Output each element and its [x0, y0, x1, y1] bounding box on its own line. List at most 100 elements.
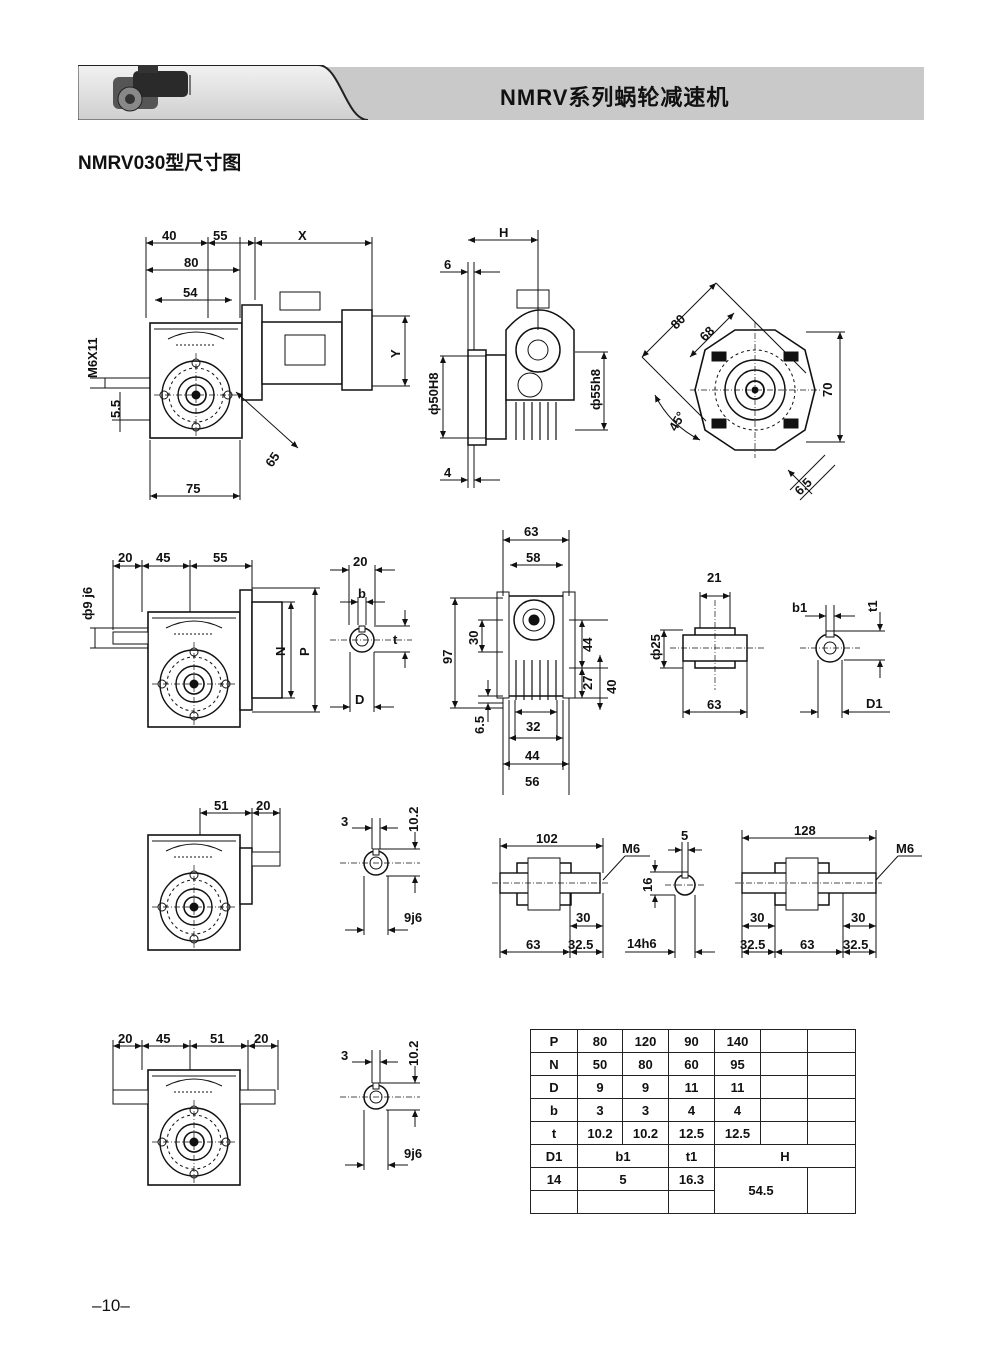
table-cell [577, 1190, 669, 1214]
dim-label: H [499, 225, 508, 240]
dim-label: 30 [851, 910, 865, 925]
table-row-label: P [530, 1029, 578, 1053]
dim-label: 9j6 [404, 1146, 422, 1161]
dim-label: 3 [341, 1048, 348, 1063]
dim-label: 32.5 [568, 937, 593, 952]
table-row: N 50 80 60 95 [530, 1052, 856, 1076]
table-cell: 11 [668, 1075, 715, 1099]
dim-label: t1 [865, 600, 880, 612]
dim-label: 20 [118, 550, 132, 565]
table-cell: 9 [622, 1075, 669, 1099]
table-header-t1: t1 [668, 1144, 715, 1168]
table-cell: 3 [577, 1098, 623, 1122]
table-cell [668, 1190, 715, 1214]
table-header-b1: b1 [577, 1144, 669, 1168]
dim-label: b [358, 586, 366, 601]
table-row: D 9 9 11 11 [530, 1075, 856, 1099]
table-row: 14 5 16.3 54.5 [530, 1167, 856, 1214]
dim-label: N [273, 647, 288, 656]
header-banner [78, 65, 924, 120]
table-cell [760, 1029, 808, 1053]
dim-label: t [393, 632, 398, 647]
table-cell: 12.5 [714, 1121, 761, 1145]
dim-label: 45 [156, 550, 170, 565]
dim-label: 6.5 [792, 475, 815, 498]
table-cell [807, 1121, 856, 1145]
dim-label: M6 [896, 841, 914, 856]
table-row-label: N [530, 1052, 578, 1076]
table-row: t 10.2 10.2 12.5 12.5 [530, 1121, 856, 1145]
dim-label: 55 [213, 550, 227, 565]
dim-label: ф9 j6 [80, 587, 95, 620]
dim-label: 102 [536, 831, 558, 846]
table-cell: 4 [668, 1098, 715, 1122]
dim-label: 6 [444, 257, 451, 272]
dim-label: 44 [580, 637, 595, 652]
dim-label: 14h6 [627, 936, 657, 951]
table-row: P 80 120 90 140 [530, 1029, 856, 1053]
dim-label: X [298, 228, 307, 243]
table-header-d1: D1 [530, 1144, 578, 1168]
dim-label: 63 [524, 524, 538, 539]
dim-label: 63 [707, 697, 721, 712]
table-cell: 90 [668, 1029, 715, 1053]
drawing-title: NMRV030型尺寸图 [78, 153, 242, 174]
table-cell [807, 1167, 856, 1214]
dim-label: 20 [118, 1031, 132, 1046]
table-cell: 10.2 [622, 1121, 669, 1145]
dim-label: ф55h8 [588, 369, 603, 410]
dim-label: 75 [186, 481, 200, 496]
table-cell: 10.2 [577, 1121, 623, 1145]
dim-label: 54 [183, 285, 198, 300]
dim-label: M6 [622, 841, 640, 856]
dim-label: 32 [526, 719, 540, 734]
table-row-label: D [530, 1075, 578, 1099]
dim-label: 63 [800, 937, 814, 952]
table-cell: 5 [577, 1167, 669, 1191]
dim-label: 10.2 [406, 1041, 421, 1066]
dim-label: 97 [440, 650, 455, 664]
table-cell: 14 [530, 1167, 578, 1191]
dim-label: D [355, 692, 364, 707]
dim-label: 44 [525, 748, 540, 763]
dimension-table: P 80 120 90 140 N 50 80 60 95 D 9 9 11 1… [530, 1029, 856, 1214]
table-cell: 9 [577, 1075, 623, 1099]
table-row: b 3 3 4 4 [530, 1098, 856, 1122]
table-cell: 11 [714, 1075, 761, 1099]
dim-label: b1 [792, 600, 807, 615]
dim-label: Y [388, 349, 403, 358]
dim-label: 30 [576, 910, 590, 925]
dim-label: 27 [580, 676, 595, 690]
dim-label: 10.2 [406, 807, 421, 832]
dim-label: 5 [681, 828, 688, 843]
table-cell: 120 [622, 1029, 669, 1053]
dim-label: 70 [820, 383, 835, 397]
gearmotor-photo-icon [113, 65, 191, 112]
table-cell: 80 [577, 1029, 623, 1053]
dim-label: 32.5 [843, 937, 868, 952]
dim-label: 30 [750, 910, 764, 925]
dim-label: 16 [640, 878, 655, 892]
dim-label: D1 [866, 696, 883, 711]
dim-label: 51 [210, 1031, 224, 1046]
table-cell [760, 1052, 808, 1076]
table-cell: 54.5 [714, 1167, 808, 1214]
dim-label: ф50H8 [426, 373, 441, 415]
page-number: –10– [92, 1296, 130, 1315]
table-cell [760, 1075, 808, 1099]
dim-label: 55 [213, 228, 227, 243]
table-cell [530, 1190, 578, 1214]
table-cell [807, 1029, 856, 1053]
dim-label: ф25 [648, 634, 663, 660]
dim-label: 51 [214, 798, 228, 813]
table-cell: 50 [577, 1052, 623, 1076]
table-cell: 95 [714, 1052, 761, 1076]
table-cell [807, 1052, 856, 1076]
dim-label: M6X11 [85, 338, 100, 378]
table-row-label: b [530, 1098, 578, 1122]
dim-label: P [297, 647, 312, 656]
table-cell [807, 1098, 856, 1122]
dim-label: 58 [526, 550, 540, 565]
dim-label: 32.5 [740, 937, 765, 952]
